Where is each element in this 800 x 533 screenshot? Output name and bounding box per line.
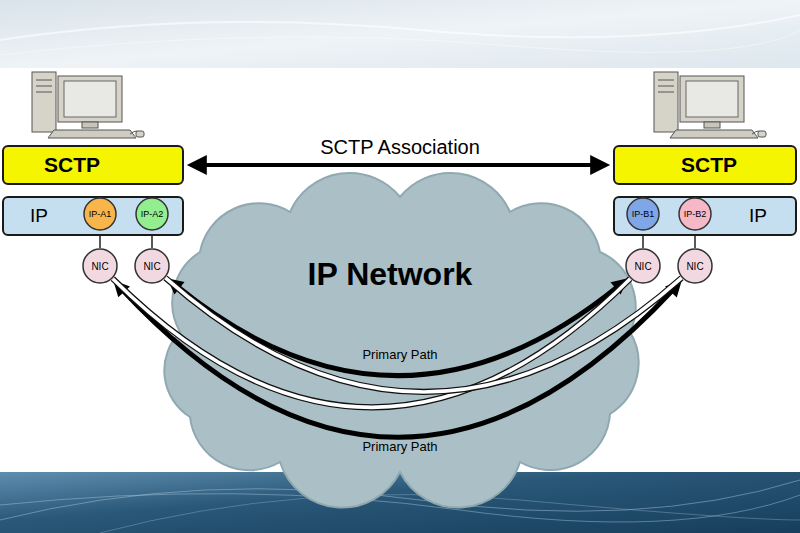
edge-label: SCTP Association	[320, 136, 480, 159]
node-label: IP-A2	[141, 209, 164, 219]
ip-address-circle: IP-B2	[678, 197, 712, 231]
circle-shape	[83, 249, 117, 283]
arrow-line	[201, 163, 596, 167]
node-label: IP	[30, 205, 48, 227]
node-label: IP-A1	[89, 209, 112, 219]
circle-shape	[678, 249, 712, 283]
node-label: IP	[749, 205, 767, 227]
node-label: IP-B1	[632, 209, 655, 219]
node-label: SCTP	[681, 153, 737, 177]
circle-shape	[627, 198, 659, 230]
ip-address-circle: IP-A1	[83, 197, 117, 231]
edge-label: Primary Path	[362, 439, 437, 454]
circle-shape	[679, 198, 711, 230]
ip-address-circle: IP-A2	[135, 197, 169, 231]
ip-layer-band: IP IP-A1 IP-A2	[2, 196, 184, 236]
circle-shape	[135, 249, 169, 283]
association-arrow	[201, 165, 596, 166]
nic-circle: NIC	[134, 248, 170, 284]
ip-layer-band: IP IP-B1 IP-B2	[613, 196, 797, 236]
node-label: NIC	[143, 261, 160, 272]
ip-address-circle: IP-B1	[626, 197, 660, 231]
circle-shape	[136, 198, 168, 230]
path-outline	[165, 278, 681, 392]
circle-shape	[626, 249, 660, 283]
wire-line	[642, 231, 644, 248]
node-label: IP-B2	[684, 209, 707, 219]
cloud-shape	[164, 173, 638, 508]
network-cloud: IP Network	[140, 182, 660, 477]
node-label: NIC	[91, 261, 108, 272]
edge-label: Primary Path	[362, 347, 437, 362]
interface-wire	[643, 231, 644, 248]
wire-line	[694, 231, 696, 248]
wire-line	[151, 231, 153, 248]
wire-line	[99, 231, 101, 248]
protocol-box: SCTP	[2, 145, 184, 185]
nic-circle: NIC	[677, 248, 713, 284]
nic-circle: NIC	[82, 248, 118, 284]
circle-shape	[84, 198, 116, 230]
node-label: NIC	[634, 261, 651, 272]
interface-wire	[100, 231, 101, 248]
protocol-box: SCTP	[613, 145, 797, 185]
node-label: SCTP	[44, 153, 100, 177]
network-label: IP Network	[308, 256, 473, 293]
alternate-path	[165, 278, 681, 392]
cloud-outline	[140, 182, 660, 477]
interface-wire	[152, 231, 153, 248]
node-label: NIC	[686, 261, 703, 272]
nic-circle: NIC	[625, 248, 661, 284]
interface-wire	[695, 231, 696, 248]
path-core	[165, 278, 681, 392]
